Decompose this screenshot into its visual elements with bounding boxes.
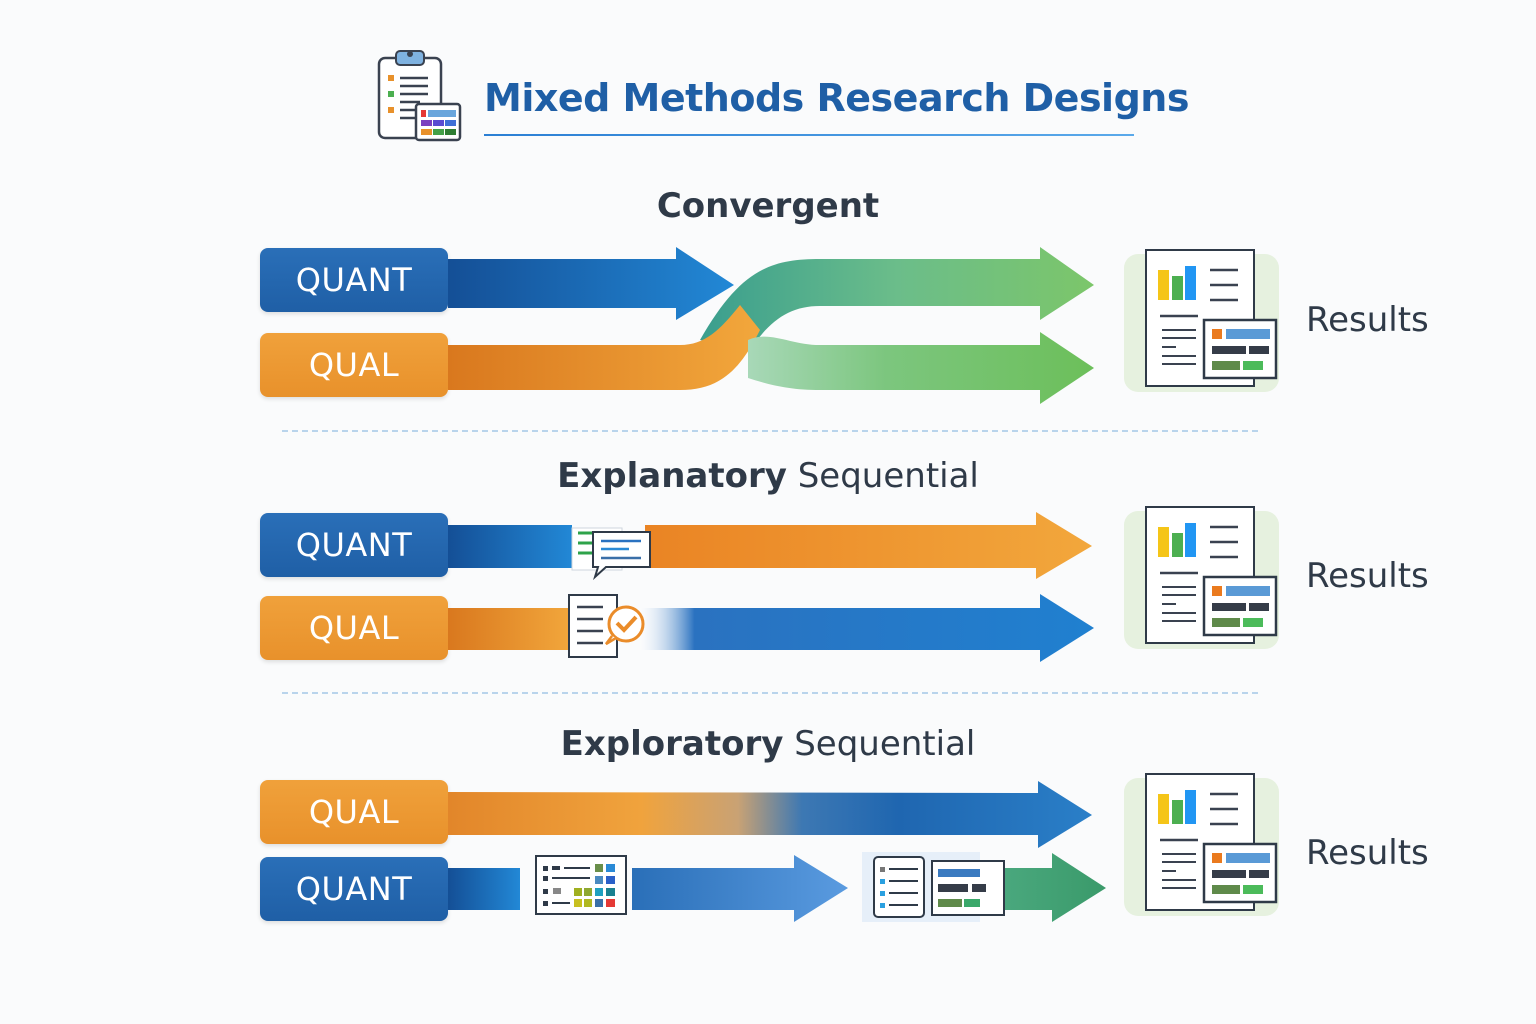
blue-arrow [640,594,1094,662]
list-report-icon [862,852,1005,922]
quant-label: QUANT [260,513,448,577]
results-label: Results [1306,833,1429,873]
design-title-explanatory: Explanatory Sequential [557,456,979,496]
quant-arrow [448,247,734,320]
results-report-icon [1122,248,1282,398]
qual-label: QUAL [260,780,448,844]
clipboard-report-icon [376,48,464,144]
page-title: Mixed Methods Research Designs [484,76,1189,120]
section-divider [282,692,1258,694]
design-title-convergent: Convergent [656,186,880,226]
quant-label: QUANT [260,857,448,921]
merge-band-bottom [748,332,1094,404]
green-arrow [1002,853,1106,922]
qual-label: QUAL [260,596,448,660]
results-report-icon [1122,772,1282,922]
merge-band-top [700,247,1094,350]
chat-document-icon [571,527,651,581]
orange-arrow [645,512,1092,579]
quant-label: QUANT [260,248,448,312]
document-check-icon [568,594,645,658]
results-label: Results [1306,556,1429,596]
qual-label: QUAL [260,333,448,397]
qual-arrow [448,305,760,390]
quant-band [448,868,520,910]
design-title-exploratory: Exploratory Sequential [560,724,976,764]
qual-to-quant-arrow [448,781,1092,848]
quant-arrow [632,855,848,922]
qual-band [448,608,572,650]
results-report-icon [1122,505,1282,655]
results-label: Results [1306,300,1429,340]
section-divider [282,430,1258,432]
data-table-icon [535,855,627,915]
title-underline [484,134,1134,136]
quant-band [448,525,572,568]
